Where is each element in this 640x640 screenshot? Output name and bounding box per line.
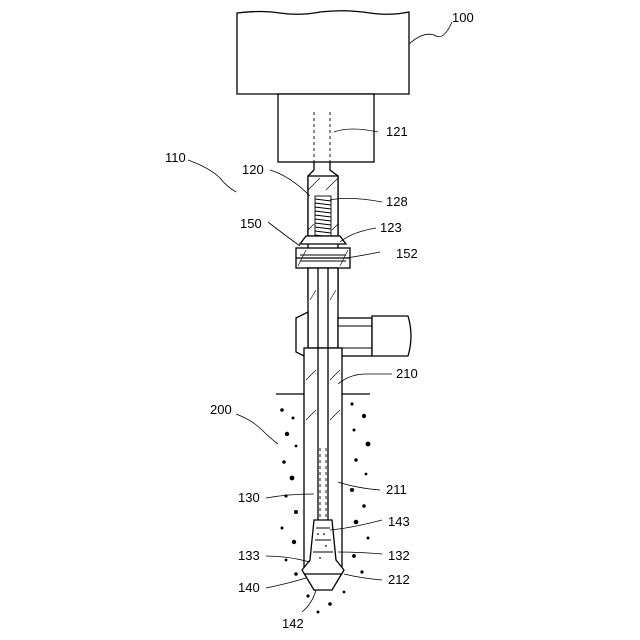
label-120: 120 — [242, 162, 264, 177]
label-212: 212 — [388, 572, 410, 587]
label-142: 142 — [282, 616, 304, 631]
label-210: 210 — [396, 366, 418, 381]
label-100: 100 — [452, 10, 474, 25]
drive-unit-body — [237, 11, 409, 162]
label-140: 140 — [238, 580, 260, 595]
label-150: 150 — [240, 216, 262, 231]
label-121: 121 — [386, 124, 408, 139]
label-200: 200 — [210, 402, 232, 417]
label-211: 211 — [386, 482, 407, 497]
label-143: 143 — [388, 514, 410, 529]
label-128: 128 — [386, 194, 408, 209]
hammer-body — [308, 176, 338, 236]
label-152: 152 — [396, 246, 418, 261]
label-130: 130 — [238, 490, 260, 505]
label-123: 123 — [380, 220, 402, 235]
label-110: 110 — [165, 150, 186, 165]
label-133: 133 — [238, 548, 260, 563]
label-132: 132 — [388, 548, 410, 563]
